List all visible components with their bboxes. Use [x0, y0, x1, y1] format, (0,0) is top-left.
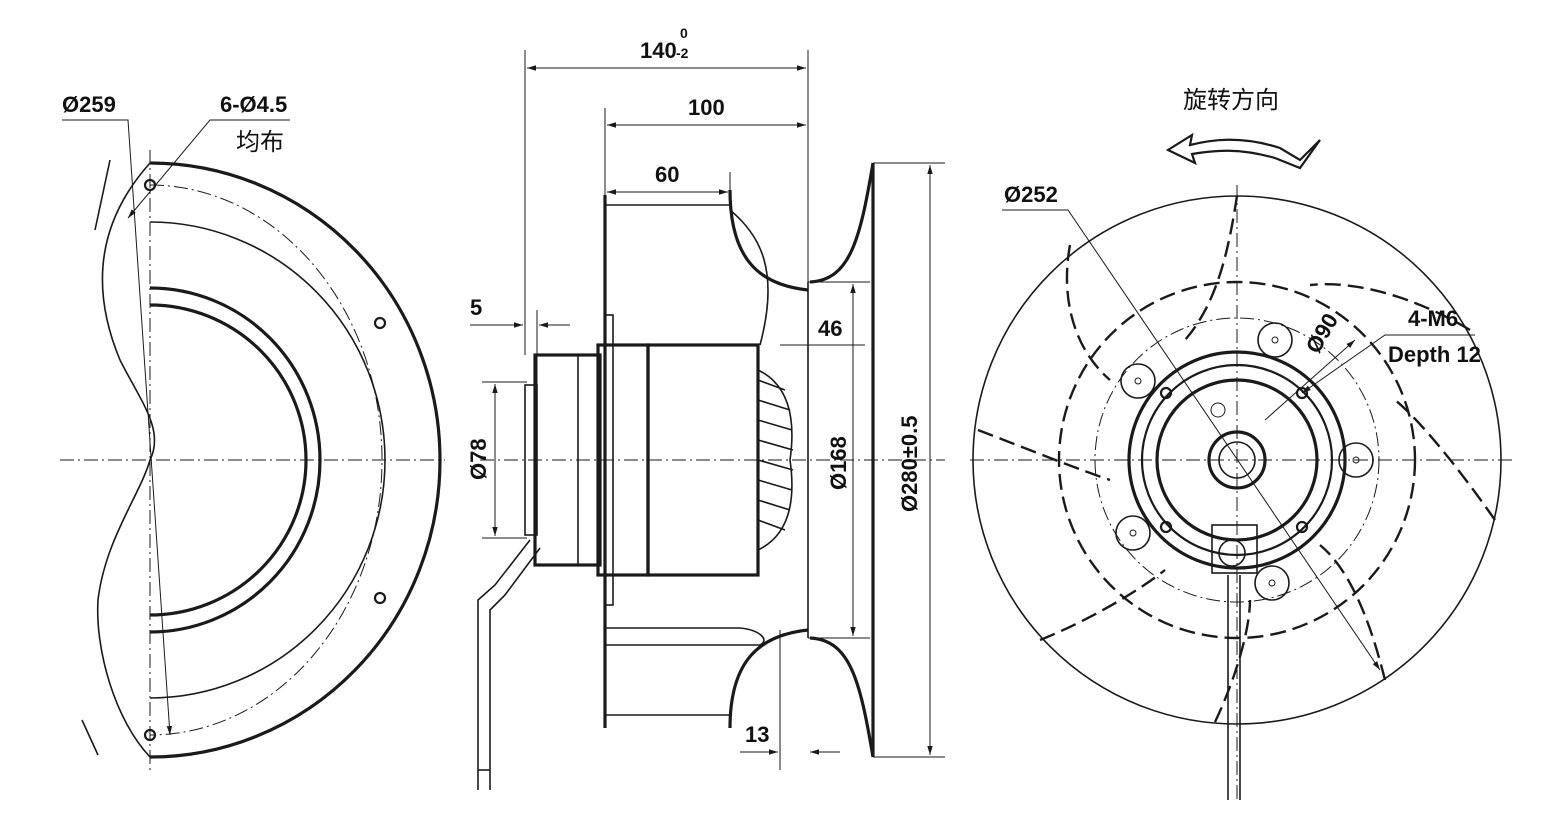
- dim-100-label: 100: [688, 95, 725, 120]
- shaft-boss: [1207, 430, 1267, 490]
- motor-rear-cap: [533, 353, 602, 567]
- blade-top-curve: [728, 189, 809, 292]
- break-edge-bottom: [81, 719, 99, 756]
- outer-ring-edge: [149, 161, 442, 759]
- inner-ring-edge: [149, 221, 386, 699]
- cable-inner: [489, 547, 541, 790]
- mount-hole-lower-right: [373, 591, 387, 605]
- holes-note-label: 均布: [236, 129, 284, 156]
- dim-140-tol-lower: -2: [676, 45, 689, 61]
- rotation-label: 旋转方向: [1183, 87, 1279, 114]
- dim-78-label: Ø78: [466, 438, 491, 480]
- rotation-arrow-icon: [1165, 132, 1321, 170]
- inlet-dashed-circle: [1057, 280, 1417, 640]
- bolt-circle: [149, 184, 383, 736]
- dim-140-label: 140: [640, 38, 677, 63]
- inlet-ring-top-curve: [809, 162, 875, 284]
- dim-60-label: 60: [655, 162, 679, 187]
- dia252-label: Ø252: [1004, 182, 1058, 207]
- side-view: 140 0 -2 100 60 5 46 13 Ø78 Ø168: [466, 25, 945, 790]
- left-view: Ø259 6-Ø4.5 均布: [60, 92, 445, 770]
- m6-depth-label: Depth 12: [1388, 342, 1481, 367]
- holes-label: 6-Ø4.5: [220, 92, 287, 117]
- cooling-fins: [757, 379, 794, 531]
- hub-ring: [1140, 363, 1334, 557]
- inlet-ring-bottom-curve: [809, 636, 875, 758]
- dia252-leader: [1002, 209, 1381, 671]
- hub-plate: [1155, 378, 1319, 542]
- mount-plate: [604, 314, 614, 606]
- motor-rear-boss: [524, 384, 538, 536]
- m6-leader: [1301, 334, 1475, 394]
- dim-280-label: Ø280±0.5: [897, 416, 922, 512]
- blade-bottom-curve: [728, 628, 809, 729]
- hub-outer: [1127, 350, 1347, 570]
- front-view: 旋转方向 Ø252 Ø90 4-M6 Depth 12: [970, 87, 1515, 800]
- dim-140-tol-upper: 0: [680, 25, 688, 41]
- mount-hole-upper-right: [373, 316, 387, 330]
- cable-gland: [1211, 524, 1258, 574]
- dim-5-label: 5: [470, 295, 482, 320]
- blade-top-lip: [729, 209, 769, 346]
- mount-hole-bottom: [143, 728, 157, 742]
- dia259-label: Ø259: [62, 92, 116, 117]
- hole-leader: [127, 119, 290, 219]
- inlet-lip-outer: [149, 286, 322, 634]
- gland-nut: [1218, 539, 1246, 567]
- dim-46-label: 46: [818, 316, 842, 341]
- mounting-bosses: [1115, 322, 1374, 601]
- blade-bottom-lip: [605, 627, 765, 646]
- dia259-leader: [62, 119, 173, 736]
- shaft: [1218, 441, 1256, 479]
- cable-outer: [477, 539, 531, 790]
- break-edge-top: [94, 159, 111, 231]
- dim-168-label: Ø168: [826, 436, 851, 490]
- dia90-leader: [1264, 339, 1356, 421]
- bolt-pitch-circle: [1094, 317, 1380, 603]
- ground-icon: [1210, 402, 1226, 418]
- m6-label: 4-M6: [1408, 306, 1458, 331]
- dia90-label: Ø90: [1301, 309, 1343, 358]
- dim-13-label: 13: [745, 722, 769, 747]
- inlet-lip-inner: [149, 303, 308, 617]
- break-line: [96, 162, 156, 758]
